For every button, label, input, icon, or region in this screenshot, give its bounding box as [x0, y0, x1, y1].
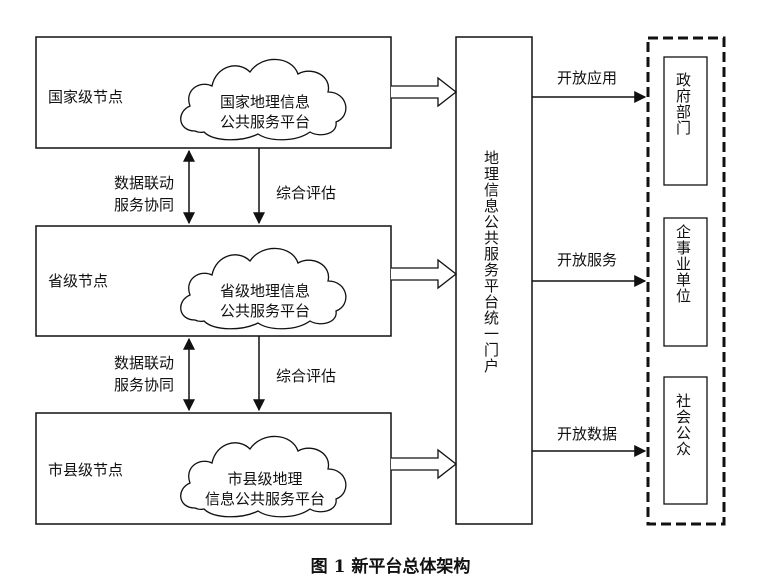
- city-cloud-line2: 信息公共服务平台: [204, 490, 325, 508]
- open-app-label: 开放应用: [557, 69, 618, 87]
- city-to-portal-arrow: [391, 448, 458, 480]
- sync-label-upper-line1: 数据联动: [114, 174, 175, 192]
- sync-label-upper-line2: 服务协同: [114, 196, 175, 214]
- sync-label-lower-line2: 服务协同: [114, 376, 175, 394]
- provincial-cloud-label: 省级地理信息 公共服务平台: [190, 281, 340, 321]
- public-label: 社会公众: [674, 393, 692, 457]
- provincial-node-label: 省级节点: [48, 272, 109, 290]
- national-cloud-line2: 公共服务平台: [219, 113, 310, 131]
- users-container: [646, 36, 726, 526]
- evaluation-label-upper: 综合评估: [276, 184, 337, 202]
- national-cloud-label: 国家地理信息 公共服务平台: [190, 92, 340, 132]
- city-node-label: 市县级节点: [48, 461, 124, 479]
- national-cloud-line1: 国家地理信息: [219, 93, 310, 111]
- city-cloud-label: 市县级地理 信息公共服务平台: [190, 469, 340, 509]
- provincial-cloud-icon: [180, 247, 347, 330]
- open-service-label: 开放服务: [557, 251, 618, 269]
- sync-label-lower: 数据联动 服务协同: [114, 352, 174, 396]
- sync-label-lower-line1: 数据联动: [114, 354, 175, 372]
- enterprise-label: 企事业单位: [674, 224, 692, 304]
- evaluation-label-lower: 综合评估: [276, 367, 337, 385]
- open-data-label: 开放数据: [557, 425, 618, 443]
- gov-label: 政府部门: [674, 72, 692, 136]
- provincial-cloud-line1: 省级地理信息: [219, 282, 310, 300]
- national-cloud-icon: [180, 58, 347, 141]
- city-cloud-line1: 市县级地理: [227, 470, 303, 488]
- city-cloud-icon: [180, 435, 347, 518]
- national-to-portal-arrow: [391, 76, 458, 108]
- figure-caption: 图 1 新平台总体架构: [310, 557, 471, 577]
- provincial-node-box: [35, 225, 392, 337]
- provincial-to-portal-arrow: [391, 258, 458, 290]
- portal-label: 地理信息公共服务平台统一门户: [482, 150, 500, 374]
- enterprise-box: [663, 217, 708, 347]
- gov-box: [663, 56, 708, 186]
- sync-label-upper: 数据联动 服务协同: [114, 172, 174, 216]
- national-node-label: 国家级节点: [48, 88, 124, 106]
- public-box: [663, 376, 708, 505]
- provincial-cloud-line2: 公共服务平台: [219, 302, 310, 320]
